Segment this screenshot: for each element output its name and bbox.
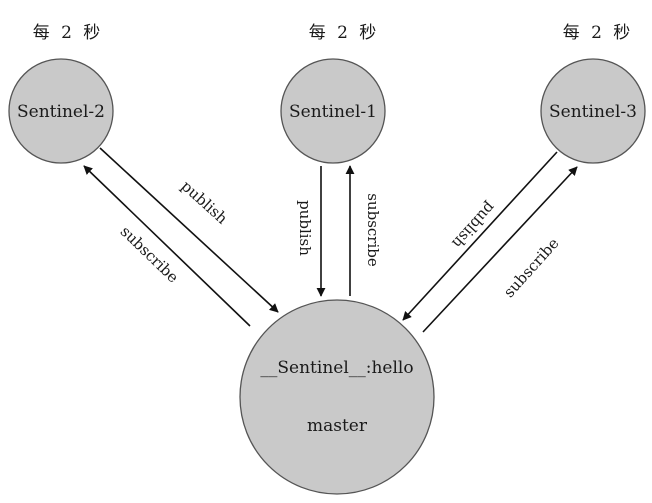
node-sentinel-3: Sentinel-3 [540, 58, 646, 164]
node-sentinel-1-circle [280, 58, 386, 164]
node-sentinel-2-label: Sentinel-2 [17, 102, 105, 122]
node-master: __Sentinel__:hello master [239, 299, 435, 495]
s3-publish-label: publish [448, 199, 499, 253]
s2-subscribe-label: subscribe [117, 222, 182, 286]
interval-label-sentinel-3: 每 2 秒 [563, 23, 634, 43]
interval-label-sentinel-2: 每 2 秒 [33, 23, 104, 43]
master-channel-label: __Sentinel__:hello [260, 358, 413, 378]
node-sentinel-2: Sentinel-2 [8, 58, 114, 164]
interval-label-sentinel-1: 每 2 秒 [309, 23, 380, 43]
node-master-circle [239, 299, 435, 495]
node-sentinel-3-circle [540, 58, 646, 164]
node-sentinel-2-circle [8, 58, 114, 164]
master-label: master [307, 416, 368, 436]
s2-publish-label: publish [178, 177, 232, 228]
s1-publish-label: publish [296, 200, 314, 256]
s3-subscribe-arrow [422, 166, 578, 333]
s2-subscribe-arrow [83, 165, 251, 327]
node-sentinel-3-label: Sentinel-3 [549, 102, 637, 122]
node-sentinel-1-label: Sentinel-1 [289, 102, 377, 122]
s1-subscribe-label: subscribe [364, 193, 382, 267]
s2-publish-arrow [99, 147, 279, 313]
s3-publish-arrow [402, 151, 558, 321]
s3-subscribe-label: subscribe [500, 234, 563, 301]
node-sentinel-1: Sentinel-1 [280, 58, 386, 164]
